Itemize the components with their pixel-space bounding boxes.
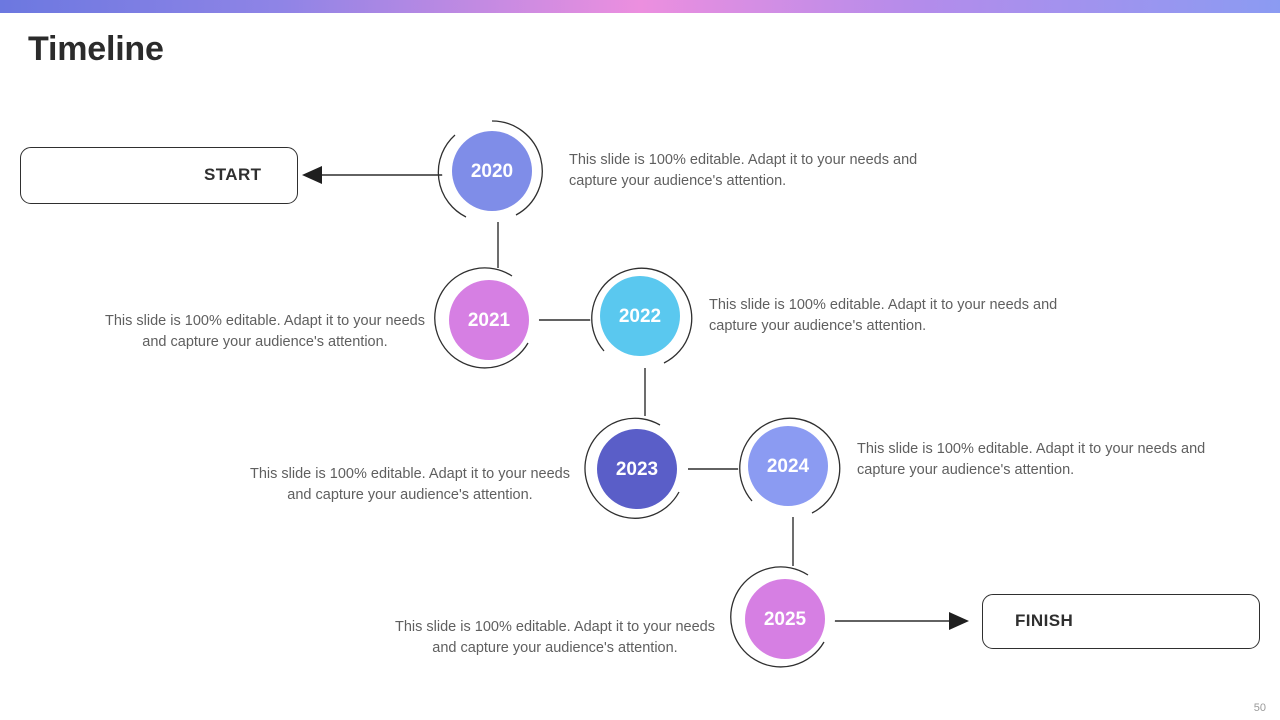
milestone-node-2021[interactable]: 2021	[434, 267, 539, 370]
node-2020-ring-arc-right	[491, 120, 543, 216]
node-2021-disc	[449, 280, 529, 360]
arrowhead-right-finish	[949, 612, 969, 630]
gradient-bar-svg	[0, 0, 1280, 13]
node-2024-ring-arc	[739, 417, 841, 514]
arrowheads	[302, 166, 969, 630]
milestone-node-2024[interactable]: 2024	[738, 416, 841, 516]
node-2025-year: 2025	[764, 609, 807, 630]
finish-box[interactable]: FINISH	[982, 594, 1260, 649]
node-2022-year: 2022	[619, 306, 661, 327]
page-title: Timeline	[28, 30, 164, 68]
node-2023-disc	[597, 429, 677, 509]
node-2020-disc	[452, 131, 532, 211]
node-2021-year: 2021	[468, 310, 511, 331]
description-2024: This slide is 100% editable. Adapt it to…	[857, 441, 1206, 478]
milestone-node-2020[interactable]: 2020	[437, 120, 543, 221]
node-2021-ring-arc	[434, 267, 529, 369]
node-2025-ring-arc	[730, 566, 825, 668]
page-number: 50	[1253, 702, 1266, 714]
arrowhead-left-start	[302, 166, 322, 184]
node-2020-year: 2020	[471, 161, 513, 182]
description-2021: This slide is 100% editable. Adapt it to…	[105, 313, 425, 350]
description-2022: This slide is 100% editable. Adapt it to…	[709, 297, 1058, 334]
node-2025-disc	[745, 579, 825, 659]
node-2023-ring-arc	[584, 417, 680, 519]
connector-lines	[316, 174, 955, 622]
finish-box-label: FINISH	[1015, 611, 1074, 630]
node-2022-ring-arc	[591, 267, 693, 364]
start-box[interactable]: START	[20, 147, 298, 204]
milestone-node-2022[interactable]: 2022	[590, 266, 693, 366]
node-2024-year: 2024	[767, 456, 810, 477]
description-2020: This slide is 100% editable. Adapt it to…	[569, 152, 918, 189]
description-2023: This slide is 100% editable. Adapt it to…	[250, 466, 570, 503]
node-2020-ring-arc-left	[437, 134, 467, 218]
milestone-node-2023[interactable]: 2023	[584, 417, 687, 519]
decorative-gradient-bar	[0, 0, 1280, 13]
node-2022-disc	[600, 276, 680, 356]
node-2023-year: 2023	[616, 459, 658, 480]
start-box-label: START	[204, 165, 262, 184]
milestone-node-2025[interactable]: 2025	[730, 566, 835, 669]
node-2024-disc	[748, 426, 828, 506]
description-2025: This slide is 100% editable. Adapt it to…	[395, 619, 715, 656]
